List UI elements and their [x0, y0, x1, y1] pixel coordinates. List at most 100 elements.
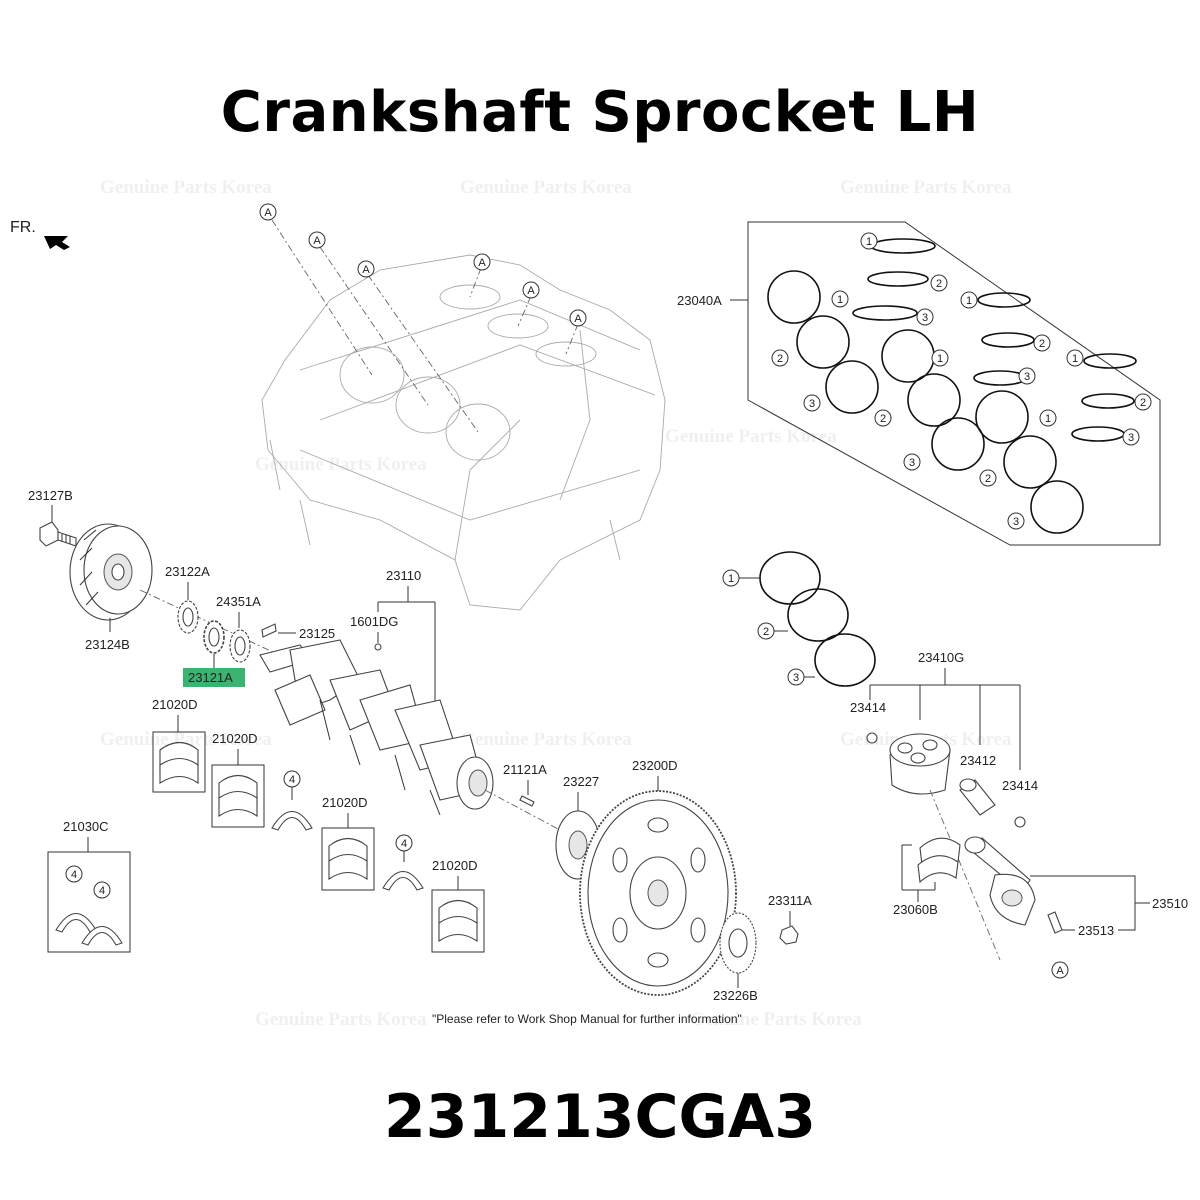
callout-label: 2: [985, 473, 991, 485]
callout-label: 1: [1072, 353, 1078, 365]
callout-marker: [771, 349, 789, 367]
callout-marker: [357, 260, 375, 278]
callout-label: 1: [1045, 413, 1051, 425]
callout-marker: [1018, 367, 1036, 385]
piston-ring: [977, 292, 1031, 308]
engine-block-callouts: A A A A A A: [259, 203, 587, 327]
callout-marker: [65, 865, 83, 883]
callout-label: A: [313, 235, 321, 247]
piston-ring: [981, 332, 1035, 348]
callout-label: 3: [909, 457, 915, 469]
callout-marker: [831, 290, 849, 308]
piston-ring: [1081, 393, 1135, 409]
crankshaft-sprocket-lh: [203, 620, 225, 654]
callout-label: 4: [401, 838, 407, 850]
crank-pulley-group: 23127B 23124B: [28, 488, 291, 661]
part-number: 231213CGA3: [384, 1082, 816, 1152]
piston-ring: [973, 370, 1027, 386]
piston-ring: [1071, 426, 1125, 442]
callout-marker: [1134, 393, 1152, 411]
thrust-washers: 4 4 21030C 4 4: [47, 770, 424, 953]
watermark-text: Genuine Parts Korea: [255, 454, 427, 475]
label-1601DG: 1601DG: [350, 614, 398, 629]
callout-label: A: [264, 207, 272, 219]
label-23122A: 23122A: [165, 564, 210, 579]
callout-marker: [1033, 334, 1051, 352]
piston-ring: [867, 271, 929, 287]
label-23127B: 23127B: [28, 488, 73, 503]
label-21020D: 21020D: [212, 731, 258, 746]
piston-ring: [975, 390, 1029, 444]
watermark-text: Genuine Parts Korea: [665, 426, 837, 447]
sprocket-24351A: [229, 629, 251, 663]
crank-pulley-bolt: [39, 521, 77, 547]
callout-label: 3: [1024, 371, 1030, 383]
callout-marker: [1007, 512, 1025, 530]
callout-marker: [473, 253, 491, 271]
label-23121A-highlighted: 23121A: [188, 670, 233, 685]
callout-label: 2: [777, 353, 783, 365]
callout-label: 1: [728, 573, 734, 585]
label-21030C: 21030C: [63, 819, 109, 834]
callout-marker: [860, 232, 878, 250]
watermark-text: Genuine Parts Korea: [100, 729, 272, 750]
front-direction-indicator: FR.: [10, 219, 70, 250]
piston-ring: [931, 417, 985, 471]
piston-ring: [825, 360, 879, 414]
piston-assembly: 23410G 23414 23412 23414: [850, 650, 1038, 961]
callout-marker: [522, 281, 540, 299]
piston-ring: [1083, 353, 1137, 369]
piston-ring: [796, 315, 850, 369]
piston-ring: [881, 329, 935, 383]
callout-label: 2: [1039, 338, 1045, 350]
callout-label: 4: [289, 774, 295, 786]
label-23513: 23513: [1078, 923, 1114, 938]
engine-block: [261, 219, 666, 611]
watermark-text: Genuine Parts Korea: [460, 177, 632, 198]
piston-ring: [852, 305, 918, 321]
crank-pulley: [69, 523, 153, 621]
callout-label: 2: [1140, 397, 1146, 409]
callout-label: 3: [1013, 516, 1019, 528]
callout-marker: [874, 409, 892, 427]
label-24351A: 24351A: [216, 594, 261, 609]
piston-ring: [870, 238, 936, 254]
label-23414: 23414: [850, 700, 886, 715]
callout-marker: [569, 309, 587, 327]
callout-label: 3: [793, 672, 799, 684]
flywheel-23200D: 23200D: [579, 758, 737, 996]
callout-label: 1: [866, 236, 872, 248]
callout-marker: [803, 394, 821, 412]
callout-marker: [283, 770, 301, 788]
label-23226B: 23226B: [713, 988, 758, 1003]
piston-ring: [907, 373, 961, 427]
callout-label: 3: [1128, 432, 1134, 444]
label-23060B: 23060B: [893, 902, 938, 917]
callout-label: 4: [71, 869, 77, 881]
callout-label: A: [527, 285, 535, 297]
callout-label: A: [362, 264, 370, 276]
conrod-bearing-23060B: 23060B: [893, 837, 961, 917]
callout-marker: [787, 668, 805, 686]
piston-ring: [1030, 480, 1084, 534]
callout-label: 2: [880, 413, 886, 425]
callout-marker: [931, 349, 949, 367]
watermark-text: Genuine Parts Korea: [690, 1009, 862, 1030]
callout-label: 3: [809, 398, 815, 410]
sprockets-group: 23122A 24351A 23121A 23125: [165, 564, 335, 687]
label-23227: 23227: [563, 774, 599, 789]
dowel-pin-21121A: 21121A: [484, 762, 561, 831]
callout-marker: [93, 881, 111, 899]
highlight-box: [183, 668, 245, 687]
callout-marker: [930, 274, 948, 292]
callout-label: 4: [99, 885, 105, 897]
watermarks: Genuine Parts Korea Genuine Parts Korea …: [100, 177, 1012, 1030]
callout-label: 1: [966, 295, 972, 307]
label-23510: 23510: [1152, 896, 1188, 911]
main-bearings: 21020D 21020D 21020D 21020D: [152, 697, 485, 953]
front-direction-label: FR.: [10, 219, 36, 236]
callout-marker: [1039, 409, 1057, 427]
connecting-rod-23510: 23510 23513 A: [964, 836, 1188, 979]
